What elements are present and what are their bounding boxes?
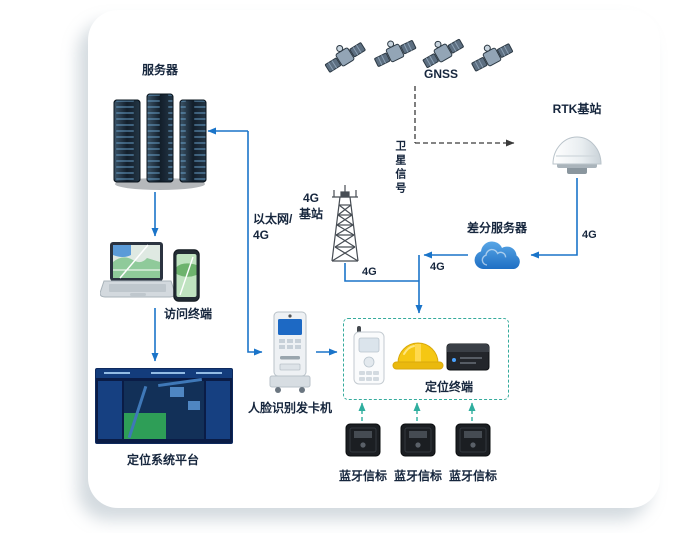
server-label: 服务器: [141, 63, 178, 77]
rtk-4g-link-label: 4G: [582, 229, 597, 241]
phone-icon: [173, 249, 200, 302]
gnss-label: GNSS: [424, 67, 459, 81]
ethernet-4g-label: 以太网/ 4G: [253, 212, 293, 243]
cell-tower-icon: [331, 185, 359, 262]
rtk-base-label: RTK基站: [552, 102, 602, 116]
platform-building-block: [188, 401, 200, 410]
positioning-terminal-label: 定位终端: [424, 380, 473, 394]
handheld-terminal-icon: [353, 326, 385, 385]
bluetooth-beacon-icon: [455, 423, 491, 457]
beacon-label: 蓝牙信标: [393, 469, 442, 483]
badge-tag-icon: [446, 343, 490, 371]
satellite-icon: [422, 38, 464, 68]
server-racks-icon: [113, 93, 207, 190]
diff-server-label: 差分服务器: [466, 221, 527, 235]
beacon-label: 蓝牙信标: [448, 469, 497, 483]
rtk-dome-icon: [552, 136, 602, 174]
safety-helmet-icon: [392, 342, 444, 370]
platform-header-bar: [96, 369, 232, 378]
satellite-icon: [471, 43, 514, 72]
satellite-icon: [324, 42, 366, 73]
face-card-machine-label: 人脸识别发卡机: [247, 401, 332, 415]
base-4g-label: 4G 基站: [298, 191, 323, 222]
bluetooth-beacon-icon: [400, 423, 436, 457]
satellite-signal-label: 卫星信号: [393, 140, 406, 196]
face-card-machine-icon: [269, 311, 311, 393]
beacon-label: 蓝牙信标: [338, 469, 387, 483]
satellite-icon: [374, 40, 417, 67]
platform-screenshot: [95, 368, 233, 444]
laptop-icon: [100, 242, 175, 298]
cloud-4g-link-label: 4G: [430, 261, 445, 273]
tower-4g-link-label: 4G: [362, 266, 377, 278]
platform-building-block: [170, 387, 184, 397]
platform-right-panel: [206, 381, 230, 439]
bluetooth-beacon-icon: [345, 423, 381, 457]
access-terminal-label: 访问终端: [163, 307, 212, 321]
cloud-icon: [474, 241, 520, 269]
platform-label: 定位系统平台: [126, 453, 199, 467]
platform-left-panel: [98, 381, 122, 439]
